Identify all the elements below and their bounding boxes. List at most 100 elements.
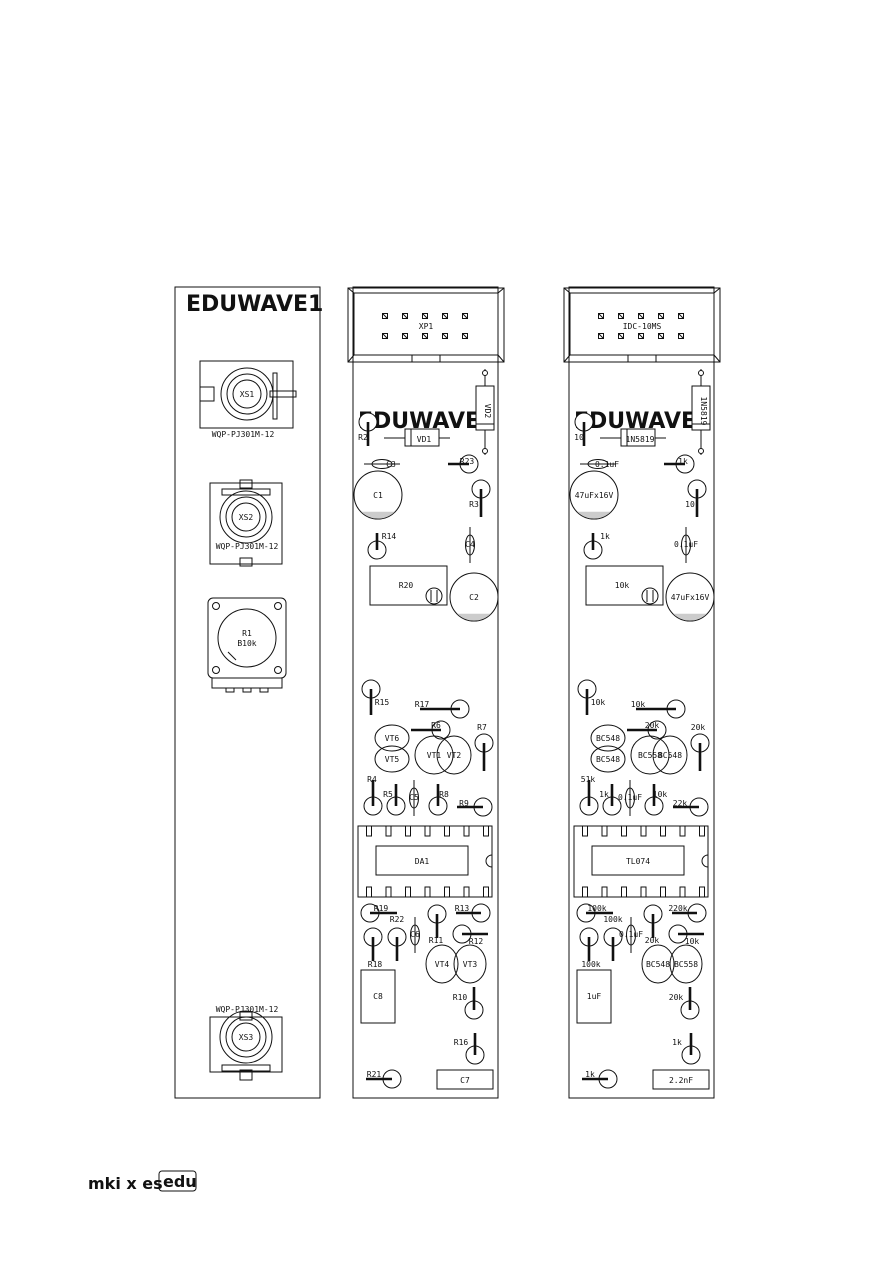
transistor [630, 735, 670, 775]
ic-pin [385, 886, 392, 898]
connector-pin [598, 313, 604, 319]
resistor-label-r10: R10 [453, 993, 468, 1002]
trimmer-label: R20 [399, 581, 414, 590]
resistor-label-r14: 1k [600, 532, 610, 541]
ic-pin [424, 886, 431, 898]
resistor-label-r9: R9 [459, 799, 469, 808]
connector-pin [618, 333, 624, 339]
transistor-label-vt6: BC548 [596, 734, 620, 743]
resistor-label-r9: 22k [673, 799, 688, 808]
resistor-label-r5: 1k [599, 790, 609, 799]
potentiometer-r1: R1 B10k [207, 597, 287, 693]
resistor-label-r15: R15 [375, 698, 390, 707]
ic-pin [385, 825, 392, 837]
ic-pin [463, 886, 470, 898]
resistor-label-r21: R21 [367, 1070, 382, 1079]
resistor-label-r4: R4 [367, 775, 377, 784]
transistor-label-vt5: BC548 [596, 755, 620, 764]
resistor-label-r12: 10k [685, 937, 700, 946]
transistor [590, 745, 626, 773]
cap-label-c7: C7 [460, 1076, 470, 1085]
resistor-label-r13: R13 [455, 904, 470, 913]
transistor-label-vt4: VT4 [435, 960, 450, 969]
transistor [436, 735, 472, 775]
ic-pin [444, 825, 450, 837]
connector-label: XP1 [419, 322, 434, 331]
ic-pin [699, 825, 705, 837]
cap-label-c7: 2.2nF [669, 1076, 693, 1085]
cap-electrolytic [449, 572, 499, 622]
resistor-label-r2: R2 [358, 433, 368, 442]
connector-pin [402, 313, 408, 319]
box-capacitor [436, 1069, 494, 1090]
pot-value: B10k [237, 639, 256, 648]
cap-label-c8: C8 [373, 992, 383, 1001]
transistor [425, 944, 459, 984]
connector-pin [618, 313, 624, 319]
cap-label-c5: C5 [409, 793, 419, 802]
cap-label-c3: 0.1uF [595, 460, 619, 469]
resistor-label-r10: 20k [669, 993, 684, 1002]
resistor-label-r18: 100k [581, 960, 600, 969]
jack-xs3: WQP-PJ301M-12 XS3 [209, 1005, 283, 1081]
resistor-label-r22: 100k [603, 915, 622, 924]
cap-label-c8: 1uF [587, 992, 602, 1001]
trimmer [585, 565, 664, 606]
resistor-label-r17: 10k [631, 700, 646, 709]
diode-horizontal-label: 1N5819 [626, 435, 655, 444]
jack-xs3-ref: XS3 [239, 1033, 254, 1042]
cap-label-c1: 47uFx16V [575, 491, 614, 500]
ic-pin [582, 886, 588, 898]
resistor-label-r23: 1k [678, 457, 688, 466]
ic-pin [679, 886, 686, 898]
cap-label-c1: C1 [373, 491, 383, 500]
resistor-label-r3: 10 [685, 500, 695, 509]
connector-pin [638, 313, 644, 319]
connector-pin [382, 333, 388, 339]
jack-xs1-ref: XS1 [240, 390, 255, 399]
transistor-label-vt2: BC548 [658, 751, 682, 760]
ic-pin [660, 886, 666, 898]
box-capacitor [652, 1069, 710, 1090]
jack-xs3-part: WQP-PJ301M-12 [216, 1005, 279, 1014]
resistor-label-r3: R3 [469, 500, 479, 509]
ic-pin [424, 825, 431, 837]
ic-pin [640, 825, 647, 837]
cap-label-c3: C3 [386, 460, 396, 469]
connector-pin [422, 313, 428, 319]
ic-pin [621, 886, 627, 898]
resistor-label-r18: R18 [368, 960, 383, 969]
transistor-label-vt5: VT5 [385, 755, 400, 764]
resistor-label-r22: R22 [390, 915, 405, 924]
transistor [590, 724, 626, 752]
resistor-label-r2: 10 [574, 433, 584, 442]
connector-pin [442, 333, 448, 339]
jack-xs1: XS1 WQP-PJ301M-12 [199, 360, 297, 439]
panel-title: EDUWAVE1 [186, 292, 323, 317]
resistor-label-r14: R14 [382, 532, 397, 541]
connector-pin [678, 313, 684, 319]
ic-pin [405, 825, 411, 837]
connector-pin [382, 313, 388, 319]
ic-label: DA1 [415, 857, 430, 866]
cap-electrolytic [353, 470, 403, 520]
connector-pin [638, 333, 644, 339]
resistor-label-r19: R19 [374, 904, 389, 913]
resistor-label-r8: 10k [653, 790, 668, 799]
ic-pin [444, 886, 450, 898]
connector-pin [462, 313, 468, 319]
pcb-outline [568, 286, 715, 1099]
cap-label-c6: 0.1uF [619, 930, 643, 939]
transistor-label-vt1: VT1 [427, 751, 442, 760]
resistor-label-r12: R12 [469, 937, 484, 946]
trimmer [369, 565, 448, 606]
resistor-label-r7: R7 [477, 723, 487, 732]
resistor-label-r6: 20k [645, 721, 660, 730]
cap-label-c4: C4 [465, 540, 475, 549]
cap-label-c4: 0.1uF [674, 540, 698, 549]
ic-pin [366, 825, 372, 837]
transistor [641, 944, 675, 984]
